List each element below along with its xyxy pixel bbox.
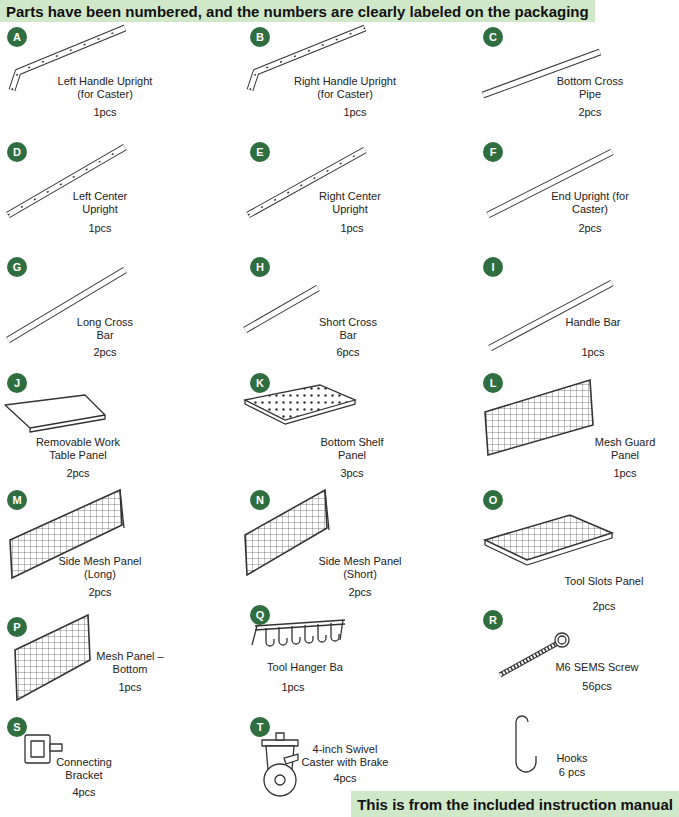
part-letter: L	[483, 373, 503, 393]
quantity: 1pcs	[100, 681, 160, 694]
quantity: 56pcs	[567, 680, 627, 693]
part-letter: B	[250, 27, 270, 47]
part-letter: T	[250, 717, 270, 737]
quantity: 2pcs	[48, 467, 108, 480]
part-name: Mesh Guard Panel	[590, 436, 660, 462]
part-name: Right Handle Upright (for Caster)	[293, 75, 398, 101]
callout-letter: J	[14, 377, 20, 389]
quantity: 1pcs	[595, 467, 655, 480]
part-letter: A	[7, 27, 27, 47]
part-name: Left Center Upright	[60, 190, 140, 216]
part-name: Tool Slots Panel	[564, 575, 644, 588]
part-name: 4-inch Swivel Caster with Brake	[295, 743, 395, 769]
callout-letter: F	[490, 146, 497, 158]
callout-letter: A	[13, 31, 21, 43]
quantity: 2pcs	[75, 346, 135, 359]
quantity: 3pcs	[322, 467, 382, 480]
part-name: Mesh Panel – Bottom	[90, 650, 170, 676]
quantity: 1pcs	[563, 346, 623, 359]
part-letter: H	[250, 257, 270, 277]
part-name: Side Mesh Panel (Short)	[315, 555, 405, 581]
part-name: Left Handle Upright (for Caster)	[53, 75, 158, 101]
part-name: Handle Bar	[548, 316, 638, 329]
part-letter: R	[483, 610, 503, 630]
part-letter: M	[7, 490, 27, 510]
banner-text: Parts have been numbered, and the number…	[6, 3, 589, 20]
part-letter: F	[483, 142, 503, 162]
callout-letter: M	[12, 494, 21, 506]
quantity: 4pcs	[54, 786, 114, 799]
part-letter: C	[483, 27, 503, 47]
quantity: 6pcs	[318, 346, 378, 359]
part-name: M6 SEMS Screw	[542, 661, 652, 674]
note-banner: Parts have been numbered, and the number…	[0, 0, 595, 22]
part-letter: K	[250, 373, 270, 393]
part-name: Side Mesh Panel (Long)	[55, 555, 145, 581]
part-name: Bottom Shelf Panel	[312, 436, 392, 462]
callout-letter: H	[256, 261, 264, 273]
banner-text: This is from the included instruction ma…	[357, 796, 673, 813]
quantity: 1pcs	[325, 106, 385, 119]
quantity: 1pcs	[322, 222, 382, 235]
part-name: Hooks	[532, 752, 612, 765]
callout-letter: E	[256, 146, 263, 158]
callout-letter: C	[489, 31, 497, 43]
part-letter: J	[7, 373, 27, 393]
part-letter: Q	[250, 605, 270, 625]
part-name: Connecting Bracket	[44, 756, 124, 782]
part-name: Tool Hanger Ba	[250, 661, 360, 674]
callout-letter: L	[490, 377, 497, 389]
part-letter: O	[483, 490, 503, 510]
part-letter: E	[250, 142, 270, 162]
quantity: 2pcs	[70, 586, 130, 599]
quantity: 4pcs	[315, 772, 375, 785]
part-name: End Upright (for Caster)	[550, 190, 630, 216]
callout-letter: Q	[256, 609, 265, 621]
part-letter: D	[7, 142, 27, 162]
quantity: 1pcs	[263, 681, 323, 694]
callout-letter: R	[489, 614, 497, 626]
callout-letter: I	[491, 261, 494, 273]
part-letter: P	[7, 617, 27, 637]
quantity: 6 pcs	[542, 766, 602, 779]
quantity: 2pcs	[560, 106, 620, 119]
part-letter: I	[483, 257, 503, 277]
part-letter: G	[7, 257, 27, 277]
part-name: Bottom Cross Pipe	[550, 75, 630, 101]
callout-letter: S	[13, 721, 20, 733]
part-name: Short Cross Bar	[313, 316, 383, 342]
callout-letter: T	[257, 721, 264, 733]
part-name: Long Cross Bar	[70, 316, 140, 342]
part-letter: S	[7, 717, 27, 737]
part-letter: N	[250, 490, 270, 510]
quantity: 2pcs	[560, 222, 620, 235]
note-banner: This is from the included instruction ma…	[351, 791, 679, 817]
callout-letter: P	[13, 621, 20, 633]
part-name: Removable Work Table Panel	[23, 436, 133, 462]
quantity: 1pcs	[70, 222, 130, 235]
callout-letter: D	[13, 146, 21, 158]
tubes	[8, 28, 612, 348]
callout-letter: O	[489, 494, 498, 506]
callout-letter: G	[13, 261, 22, 273]
callout-letter: N	[256, 494, 264, 506]
quantity: 2pcs	[330, 586, 390, 599]
callout-letter: K	[256, 377, 264, 389]
quantity: 2pcs	[574, 600, 634, 613]
quantity: 1pcs	[75, 106, 135, 119]
part-name: Right Center Upright	[310, 190, 390, 216]
callout-letter: B	[256, 31, 264, 43]
